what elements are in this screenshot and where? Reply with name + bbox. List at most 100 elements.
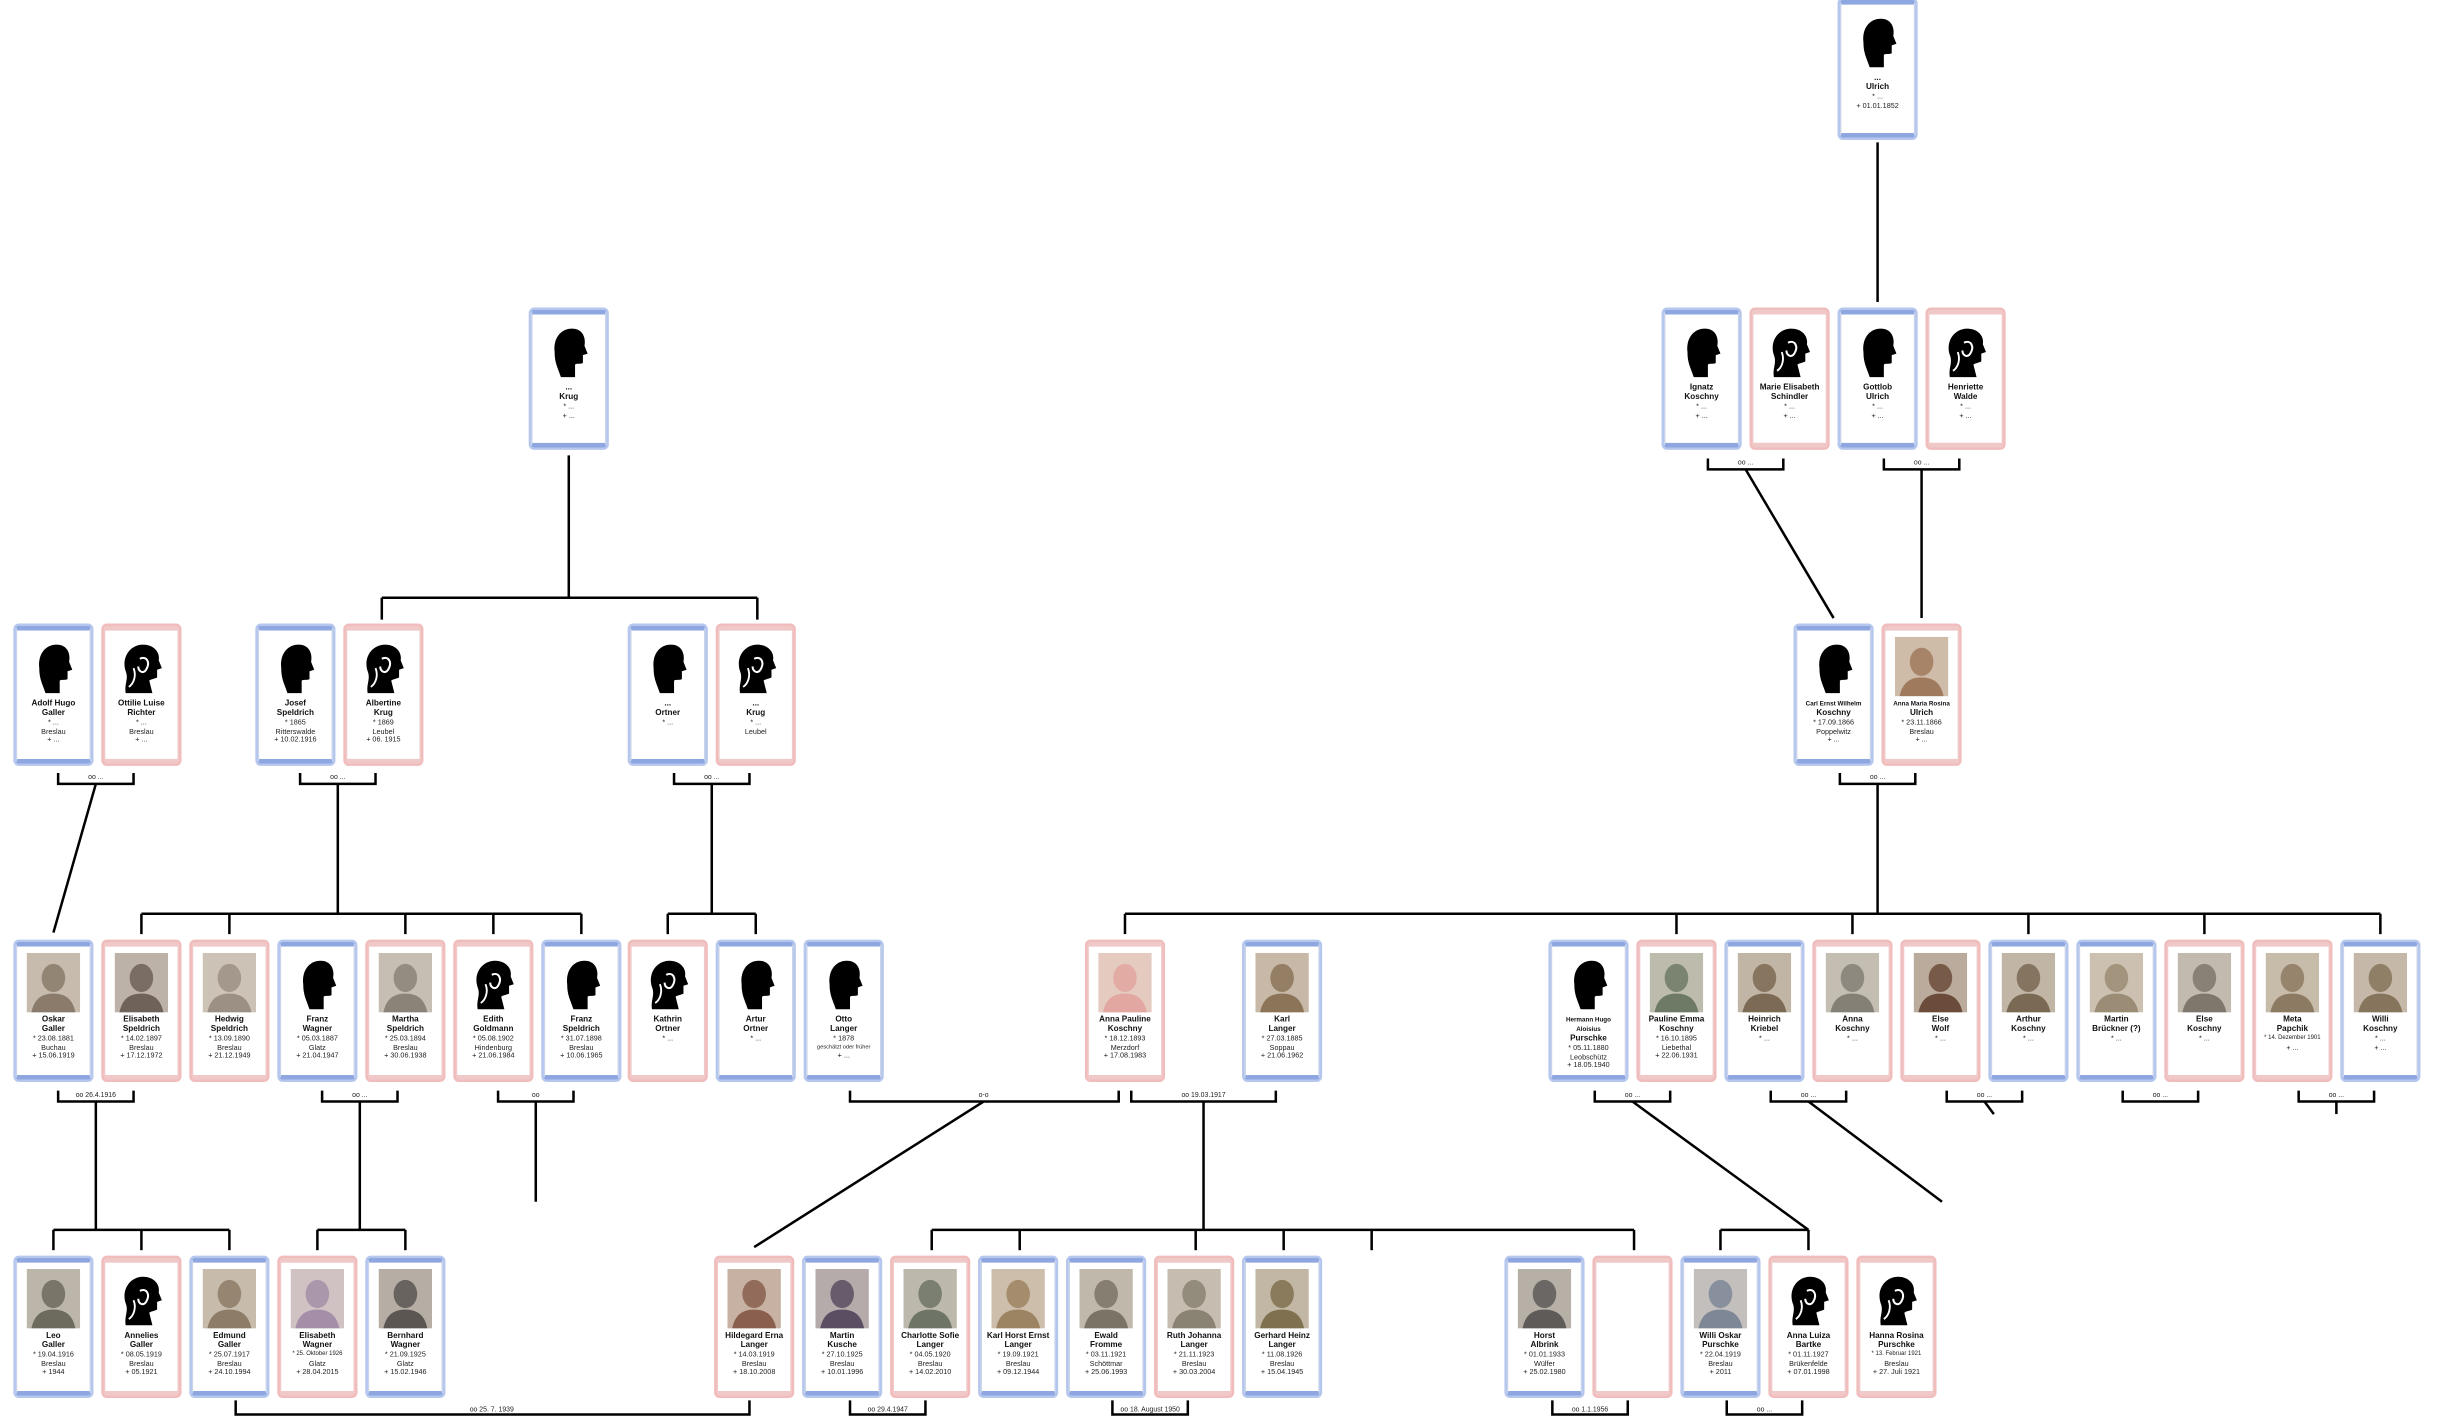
portrait-photo (2353, 952, 2408, 1013)
portrait-photo (114, 952, 169, 1013)
last-name: Wagner (302, 1340, 333, 1351)
death-date: + 15.06.1919 (32, 1051, 75, 1060)
marriage-label: oo 26.4.1916 (75, 1090, 116, 1099)
death-date: + ... (47, 735, 60, 744)
birth-date: * ... (1696, 402, 1708, 410)
last-name: Krug (373, 708, 393, 719)
person-card-ortner-m[interactable]: ...Ortner* ... (630, 625, 706, 764)
birth-date: * 19.09.1921 (997, 1350, 1039, 1359)
last-name: Fromme (1090, 1340, 1123, 1351)
female-silhouette-icon (1870, 1269, 1923, 1328)
birth-date: * 04.05.1920 (909, 1350, 951, 1359)
marriage-label: oo 19.03.1917 (1181, 1090, 1226, 1099)
first-name: Franz (570, 1015, 593, 1025)
portrait-photo (1649, 952, 1704, 1013)
death-date: + 17.08.1983 (1103, 1051, 1147, 1060)
death-date: + 01.01.1852 (1856, 101, 1899, 109)
last-name: Ulrich (1866, 82, 1890, 93)
death-date: + ... (1871, 410, 1884, 419)
last-name: Kriebel (1750, 1024, 1779, 1035)
portrait-photo (378, 952, 433, 1013)
male-silhouette-icon (1562, 953, 1615, 1012)
male-silhouette-icon (641, 637, 694, 696)
place: Breslau (1884, 1359, 1909, 1367)
female-silhouette-icon (115, 637, 168, 696)
person-card-krug-top[interactable]: ...Krug* ...+ ... (531, 309, 607, 448)
person-card-empty-f[interactable] (1594, 1258, 1671, 1396)
place: Breslau (1269, 1359, 1295, 1367)
portrait-photo (2001, 952, 2056, 1013)
female-silhouette-icon (115, 1269, 168, 1328)
place: Breslau (829, 1359, 855, 1367)
birth-date: * 23.08.1881 (32, 1034, 74, 1043)
first-name: Anna Luiza (1786, 1331, 1831, 1341)
person-card-ulrich-top[interactable]: ...Ulrich* ...+ 01.01.1852 (1839, 0, 1916, 138)
place: Leubel (372, 726, 395, 735)
last-name: Purschke (1570, 1034, 1607, 1044)
birth-date: * ... (662, 1034, 674, 1043)
death-date: + ... (2374, 1043, 2387, 1051)
death-date: + ... (1827, 735, 1840, 744)
birth-date: * 05.11.1880 (1568, 1043, 1609, 1052)
marriage-label: oo 1.1.1956 (1571, 1405, 1609, 1413)
person-card-krug-f[interactable]: ...Krug* ...Leubel (718, 625, 794, 764)
place: Schöttmar (1089, 1359, 1123, 1367)
birth-date: * 21.11.1923 (1173, 1350, 1215, 1359)
last-name: Galler (129, 1340, 153, 1351)
place: Glatz (396, 1359, 414, 1367)
place: Hindenburg (474, 1043, 513, 1051)
birth-date: * 05.08.1902 (472, 1034, 514, 1043)
first-name: Kathrin (653, 1015, 683, 1025)
place: Soppau (1269, 1043, 1295, 1051)
portrait-photo (1517, 1268, 1572, 1329)
